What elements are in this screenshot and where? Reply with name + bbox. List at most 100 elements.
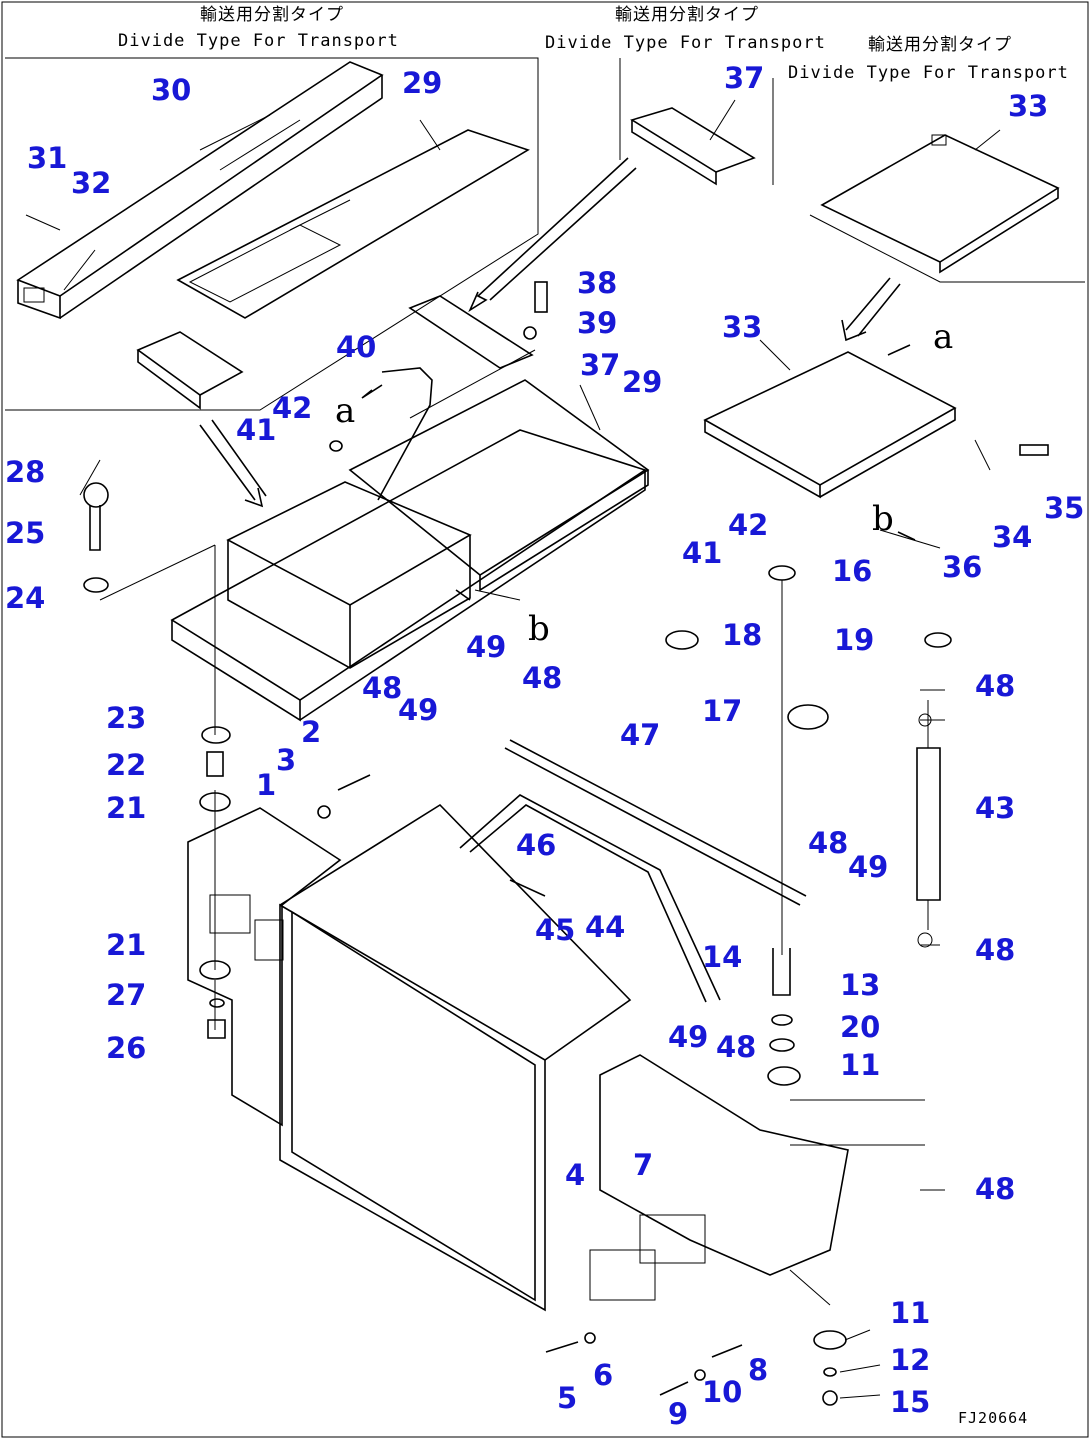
view-arrows (361, 344, 916, 601)
caption-jp-3: 輸送用分割タイプ (868, 35, 1012, 55)
part-30-frame (16, 61, 384, 320)
radiator-core (279, 803, 632, 1312)
callout-21-upper: 21 (106, 791, 146, 825)
callout-5: 5 (557, 1381, 577, 1415)
callout-4: 4 (565, 1158, 585, 1192)
callout-29-upper: 29 (402, 66, 442, 100)
inset-frame-middle (619, 58, 774, 185)
callout-49-d: 49 (668, 1020, 708, 1054)
callout-22: 22 (106, 748, 146, 782)
part-37-bracket-mid (408, 295, 534, 369)
callout-27: 27 (106, 978, 146, 1012)
callout-34: 34 (992, 520, 1032, 554)
callout-15: 15 (890, 1385, 930, 1419)
cap-19 (924, 632, 952, 648)
callout-49-b: 49 (398, 693, 438, 727)
callout-28: 28 (5, 455, 45, 489)
callout-49-c: 49 (848, 850, 888, 884)
cap-17 (787, 704, 829, 730)
callout-23: 23 (106, 701, 146, 735)
callout-26: 26 (106, 1031, 146, 1065)
callout-33-mid: 33 (722, 310, 762, 344)
callout-42-right: 42 (728, 508, 768, 542)
view-letter-b-left: b (528, 609, 550, 649)
caption-en-1: Divide Type For Transport (118, 31, 399, 51)
arrow-40-frame (199, 419, 267, 508)
view-letter-b-right: b (872, 499, 894, 539)
callout-42-left: 42 (272, 391, 312, 425)
callout-16: 16 (832, 554, 872, 588)
callout-48-e: 48 (975, 933, 1015, 967)
callout-46: 46 (516, 828, 556, 862)
callout-32: 32 (71, 166, 111, 200)
view-letter-a-right: a (933, 317, 953, 357)
callout-19: 19 (834, 623, 874, 657)
callout-37-upper: 37 (724, 61, 764, 95)
arrow-33 (841, 277, 901, 342)
callout-6: 6 (593, 1358, 613, 1392)
callout-47: 47 (620, 718, 660, 752)
fasteners (83, 281, 1049, 1406)
callout-31: 31 (27, 141, 67, 175)
callout-38: 38 (577, 266, 617, 300)
callout-29-mid: 29 (622, 365, 662, 399)
view-letter-a-left: a (335, 391, 355, 431)
callout-20: 20 (840, 1010, 880, 1044)
radiator-left-tank (187, 807, 342, 1127)
callout-40: 40 (336, 330, 376, 364)
inset-frame-right (809, 214, 1085, 283)
inset-frame-left (5, 57, 539, 411)
part-40-bracket (377, 367, 433, 501)
callout-2: 2 (301, 715, 321, 749)
callouts: 1 2 3 4 5 6 7 8 9 10 11 11 12 13 14 15 1… (5, 61, 1084, 1431)
callout-41-right: 41 (682, 536, 722, 570)
part-29-plate (348, 349, 650, 592)
callout-41-left: 41 (236, 413, 276, 447)
callout-48-b: 48 (522, 661, 562, 695)
cap-18 (665, 630, 699, 650)
part-37-bracket-inset (136, 331, 244, 410)
callout-10: 10 (702, 1375, 742, 1409)
callout-48-d: 48 (808, 826, 848, 860)
part-33-cover-upper (820, 134, 1060, 274)
callout-24: 24 (5, 581, 45, 615)
callout-17: 17 (702, 694, 742, 728)
callout-48-a: 48 (362, 671, 402, 705)
callout-36: 36 (942, 550, 982, 584)
caption-jp-1: 輸送用分割タイプ (200, 5, 344, 25)
callout-21-lower: 21 (106, 928, 146, 962)
callout-43: 43 (975, 791, 1015, 825)
main-base-frame (170, 429, 647, 722)
caption-jp-2: 輸送用分割タイプ (615, 5, 759, 25)
cap-16 (768, 565, 796, 581)
callout-13: 13 (840, 968, 880, 1002)
callout-8: 8 (748, 1353, 768, 1387)
callout-18: 18 (722, 618, 762, 652)
callout-45: 45 (535, 913, 575, 947)
part-33-cover (703, 351, 957, 499)
bracket-lines-right (790, 1099, 925, 1146)
radiator-right-tank (589, 1054, 849, 1301)
leader-lines (25, 99, 1001, 1399)
caption-en-3: Divide Type For Transport (788, 63, 1069, 83)
callout-48-c: 48 (975, 669, 1015, 703)
callout-35: 35 (1044, 491, 1084, 525)
callout-37-mid: 37 (580, 348, 620, 382)
arrow-37 (468, 157, 637, 313)
callout-11-upper: 11 (840, 1048, 880, 1082)
callout-1: 1 (256, 768, 276, 802)
callout-44: 44 (585, 910, 625, 944)
part-43-cylinder (916, 700, 941, 948)
caption-en-2: Divide Type For Transport (545, 33, 826, 53)
callout-48-g: 48 (975, 1172, 1015, 1206)
part-37-bracket-upper (630, 107, 756, 186)
battery-box (226, 481, 472, 669)
callout-33-upper: 33 (1008, 89, 1048, 123)
part-44-bracket (459, 794, 721, 1003)
callout-30: 30 (151, 73, 191, 107)
callout-12: 12 (890, 1343, 930, 1377)
callout-3: 3 (276, 743, 296, 777)
drawing-code: FJ20664 (958, 1409, 1028, 1427)
